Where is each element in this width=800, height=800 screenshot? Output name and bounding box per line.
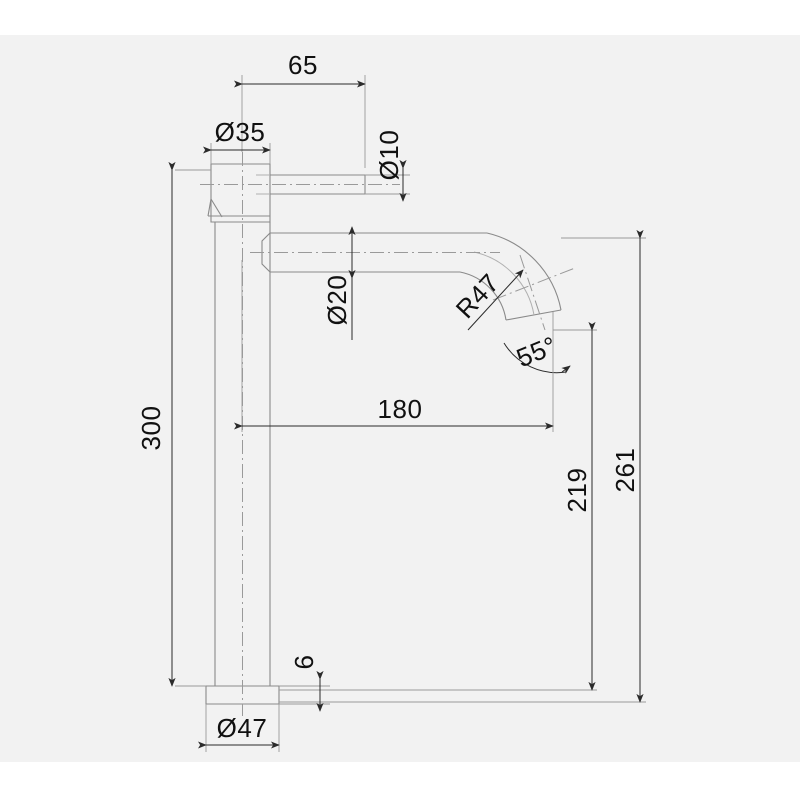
- dim-label-spout-height: 261: [610, 448, 640, 493]
- cartridge-housing: [207, 163, 271, 223]
- dimension-handle-body-dia: Ø35: [202, 117, 271, 164]
- dim-label-base-thickness: 6: [289, 655, 319, 670]
- dim-label-base-dia: Ø47: [217, 713, 268, 743]
- vertical-body-column: [214, 222, 271, 686]
- dimension-outlet-height: 219: [279, 321, 597, 691]
- outlet-normal-line: [519, 254, 546, 331]
- dim-label-handle-length: 65: [288, 50, 318, 80]
- dimension-spout-bend-radius: R47: [450, 268, 524, 331]
- dim-label-spout-bend-radius: R47: [450, 268, 505, 324]
- lever-rod: [256, 174, 366, 195]
- dim-label-handle-body-dia: Ø35: [215, 117, 266, 147]
- dimension-outlet-angle: 55°: [503, 330, 571, 374]
- outlet-centreline: [492, 267, 576, 301]
- dim-label-outlet-height: 219: [562, 468, 592, 513]
- dimension-base-dia: Ø47: [197, 704, 280, 752]
- dimension-spout-reach: 180: [233, 260, 554, 432]
- dim-label-handle-rod-dia: Ø10: [374, 130, 404, 181]
- centre-lines: [200, 152, 576, 716]
- drawing-canvas-background: [0, 35, 800, 762]
- spout-tube: [261, 232, 562, 321]
- part-geometry: [205, 163, 562, 705]
- dimension-spout-height: 261: [279, 229, 646, 703]
- dimension-spout-dia: Ø20: [322, 226, 356, 340]
- dim-label-overall-height: 300: [136, 406, 166, 451]
- dimension-handle-length: 65: [233, 50, 366, 168]
- dim-label-spout-reach: 180: [378, 394, 423, 424]
- dimension-handle-rod-dia: Ø10: [365, 130, 410, 202]
- dim-label-outlet-angle: 55°: [512, 330, 561, 373]
- dimension-base-thickness: 6: [279, 655, 330, 712]
- dim-label-spout-dia: Ø20: [322, 275, 352, 326]
- dimension-overall-height: 300: [136, 161, 211, 687]
